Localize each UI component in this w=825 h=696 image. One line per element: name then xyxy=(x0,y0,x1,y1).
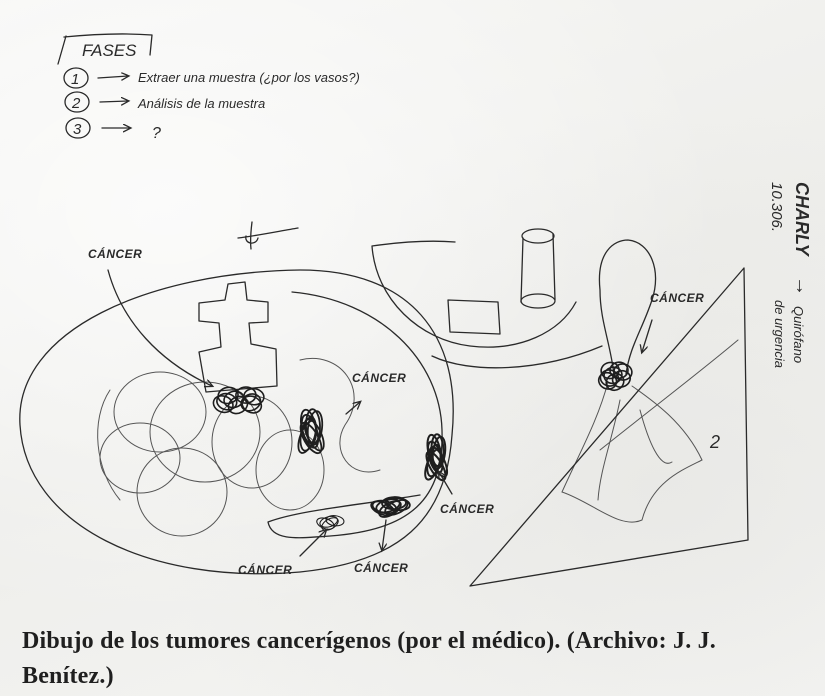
cancer-arrow xyxy=(382,520,386,550)
cavity-outline xyxy=(268,292,442,538)
cancer-arrow xyxy=(642,320,652,352)
step-3-text: ? xyxy=(152,125,161,142)
cancer-label: CÁNCER xyxy=(440,501,494,516)
phases-title: FASES xyxy=(82,41,137,60)
balloon-shape xyxy=(599,240,655,374)
figure-caption: Dibujo de los tumores cancerígenos (por … xyxy=(22,624,812,694)
basin-shape xyxy=(372,241,602,368)
cancer-arrow xyxy=(346,402,360,414)
figure-mark: 2 xyxy=(709,432,720,452)
step-1-text: Extraer una muestra (¿por los vasos?) xyxy=(138,70,360,85)
step-2-number: 2 xyxy=(71,95,81,112)
cancer-label: CÁNCER xyxy=(88,246,142,261)
side-note-arrow: → xyxy=(791,276,813,296)
triangle-shape xyxy=(470,268,748,586)
body-cross-section: CÁNCER CÁNCER CÁNCER CÁNCER CÁNCER xyxy=(20,246,495,577)
body-outline xyxy=(20,270,453,574)
side-note-name: CHARLY xyxy=(792,182,812,258)
side-note-date: 10.306. xyxy=(768,182,785,232)
step-3-number: 3 xyxy=(73,121,82,138)
step-1-number: 1 xyxy=(71,71,79,88)
tube-shape xyxy=(521,229,555,308)
organ-sketch: CÁNCER 2 xyxy=(372,229,748,586)
step-2-arrow xyxy=(100,101,128,102)
intestine-loops xyxy=(98,358,380,536)
tumor-knots xyxy=(211,386,451,533)
cancer-arrow xyxy=(300,530,326,556)
cancer-label: CÁNCER xyxy=(238,562,292,577)
step-2-text: Análisis de la muestra xyxy=(137,96,265,111)
drape-shape xyxy=(562,382,702,522)
cross-mark xyxy=(238,222,298,249)
cancer-label: CÁNCER xyxy=(650,290,704,305)
spine-shape xyxy=(199,282,277,392)
phases-notes: FASES 1 Extraer una muestra (¿por los va… xyxy=(58,34,360,142)
side-note: CHARLY 10.306. → Quirófano de urgencia xyxy=(768,182,813,368)
side-note-line-1: Quirófano xyxy=(791,306,806,363)
cancer-arrow xyxy=(108,270,212,386)
tumor-knots xyxy=(596,361,633,393)
step-1-arrow xyxy=(98,76,128,78)
sketch-drawing: FASES 1 Extraer una muestra (¿por los va… xyxy=(0,0,825,610)
cancer-label: CÁNCER xyxy=(354,560,408,575)
side-note-line-2: de urgencia xyxy=(772,300,787,368)
cancer-label: CÁNCER xyxy=(352,370,406,385)
